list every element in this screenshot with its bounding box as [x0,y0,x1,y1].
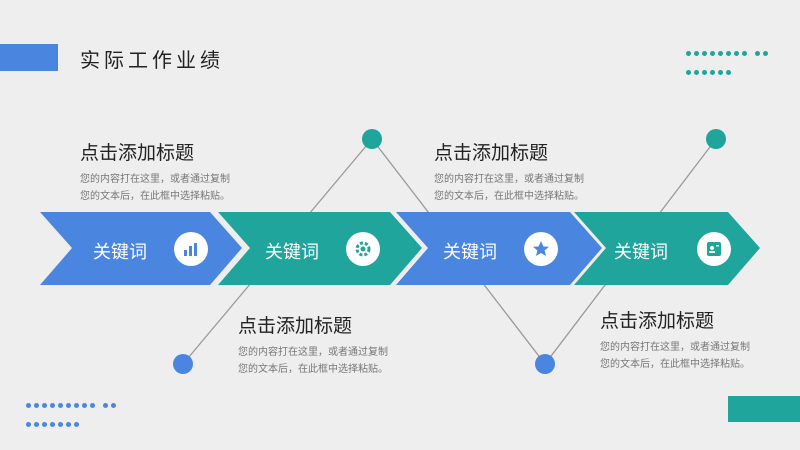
decor-dots-top-right [686,46,774,84]
text-block-4: 点击添加标题 您的内容打在这里，或者通过复制 您的文本后，在此框中选择粘贴。 [600,306,780,373]
text-block-1: 点击添加标题 您的内容打在这里，或者通过复制 您的文本后，在此框中选择粘贴。 [80,138,260,205]
block-desc: 您的内容打在这里，或者通过复制 您的文本后，在此框中选择粘贴。 [600,342,750,370]
text-block-3: 点击添加标题 您的内容打在这里，或者通过复制 您的文本后，在此框中选择粘贴。 [434,138,614,205]
block-desc: 您的内容打在这里，或者通过复制 您的文本后，在此框中选择粘贴。 [238,347,388,375]
arrow-shape-2 [218,212,422,285]
star-icon [524,232,558,266]
bar-chart-icon [174,232,208,266]
block-title: 点击添加标题 [80,142,195,164]
arrow-label-3: 关键词 [443,242,497,263]
block-title: 点击添加标题 [600,310,715,332]
block-desc: 您的内容打在这里，或者通过复制 您的文本后，在此框中选择粘贴。 [434,174,584,202]
arrow-shape-1 [40,212,242,285]
arrow-label-2: 关键词 [265,242,319,263]
block-desc: 您的内容打在这里，或者通过复制 您的文本后，在此框中选择粘贴。 [80,174,230,202]
node-circle-4 [706,129,726,149]
decor-dots-bottom-left [26,398,126,436]
text-block-2: 点击添加标题 您的内容打在这里，或者通过复制 您的文本后，在此框中选择粘贴。 [238,311,418,378]
title-accent-bar [0,44,58,71]
arrow-shape-4 [574,212,760,285]
id-card-icon [697,232,731,266]
node-circle-1 [173,354,193,374]
arrow-label-1: 关键词 [93,242,147,263]
arrow-shape-3 [396,212,602,285]
gear-icon [346,232,380,266]
block-title: 点击添加标题 [238,315,353,337]
decor-rect-bottom-right [728,396,800,422]
node-circle-3 [535,354,555,374]
arrow-label-4: 关键词 [614,242,668,263]
node-circle-2 [362,129,382,149]
block-title: 点击添加标题 [434,142,549,164]
page-title: 实际工作业绩 [80,48,224,72]
